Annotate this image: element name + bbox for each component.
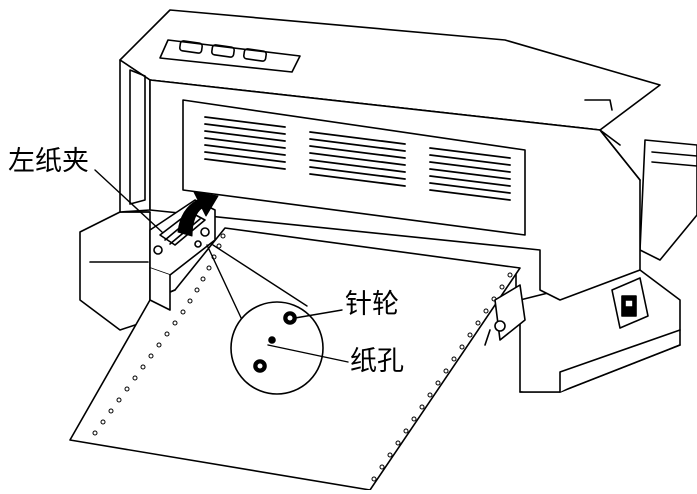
magnifier xyxy=(230,301,324,395)
label-pin-wheel: 针轮 xyxy=(345,289,399,320)
leader-lines xyxy=(94,169,349,363)
zoom-lines xyxy=(206,244,308,323)
label-left-paper-clamp: 左纸夹 xyxy=(8,146,89,177)
paper-feed-holes-left xyxy=(92,233,226,436)
right-tractor xyxy=(484,284,526,346)
label-paper-hole: 纸孔 xyxy=(350,346,404,377)
power-switch xyxy=(611,277,649,329)
rear-paper-support xyxy=(639,139,697,261)
curved-arrow-icon xyxy=(177,191,219,237)
printer-base xyxy=(79,211,681,393)
paper-feed-holes-right xyxy=(371,272,513,482)
vent-slots xyxy=(204,116,511,201)
